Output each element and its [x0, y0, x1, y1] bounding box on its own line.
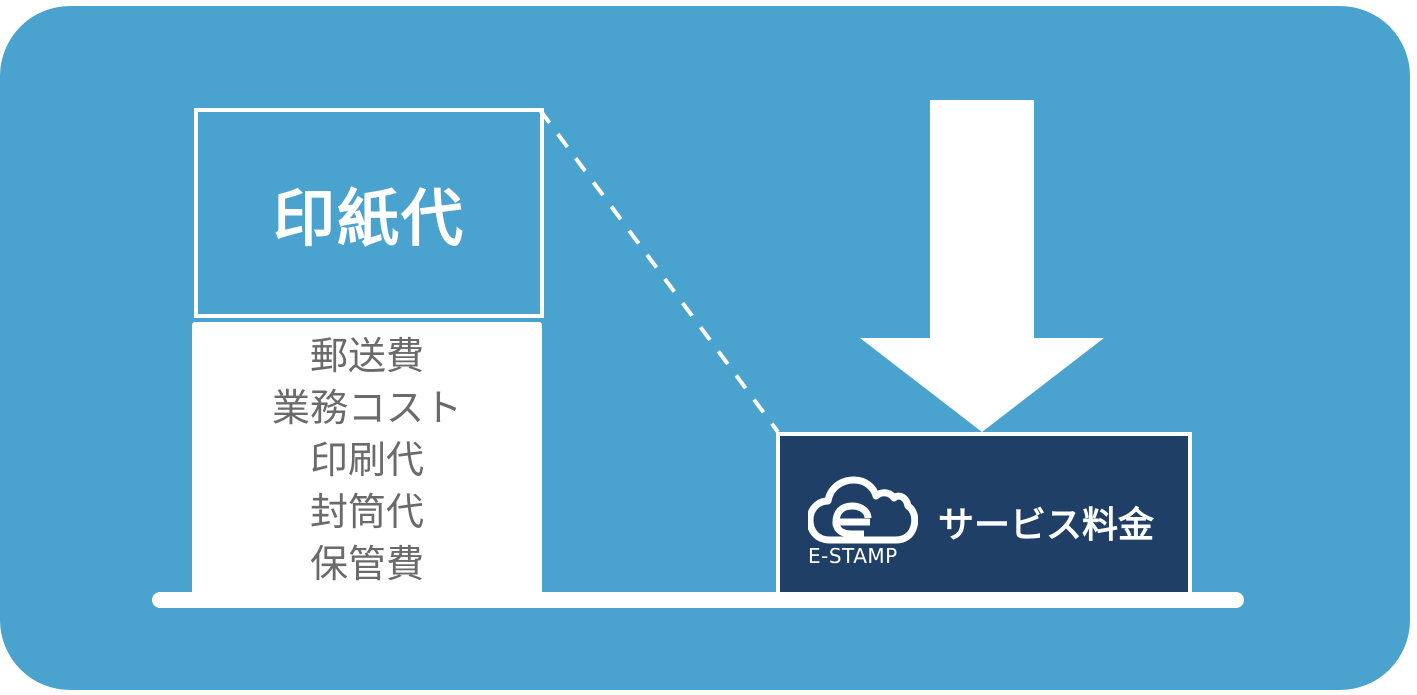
cost-item: 郵送費	[309, 333, 424, 378]
stamp-cost-box: 印紙代	[194, 108, 544, 318]
cost-item: 封筒代	[309, 489, 424, 534]
cost-item: 業務コスト	[271, 385, 462, 430]
baseline	[152, 592, 1244, 608]
estamp-service-box: E-STAMP サービス料金	[776, 432, 1192, 594]
dashed-connector	[538, 108, 780, 434]
stamp-cost-label: 印紙代	[272, 182, 465, 255]
other-costs-box: 郵送費 業務コスト 印刷代 封筒代 保管費	[192, 322, 542, 597]
down-arrow-icon	[860, 100, 1104, 432]
estamp-logo-text: E-STAMP	[808, 544, 898, 568]
cost-item: 保管費	[309, 541, 424, 586]
cloud-e-icon	[808, 476, 918, 544]
cost-item: 印刷代	[309, 437, 424, 482]
service-fee-label: サービス料金	[938, 505, 1155, 546]
